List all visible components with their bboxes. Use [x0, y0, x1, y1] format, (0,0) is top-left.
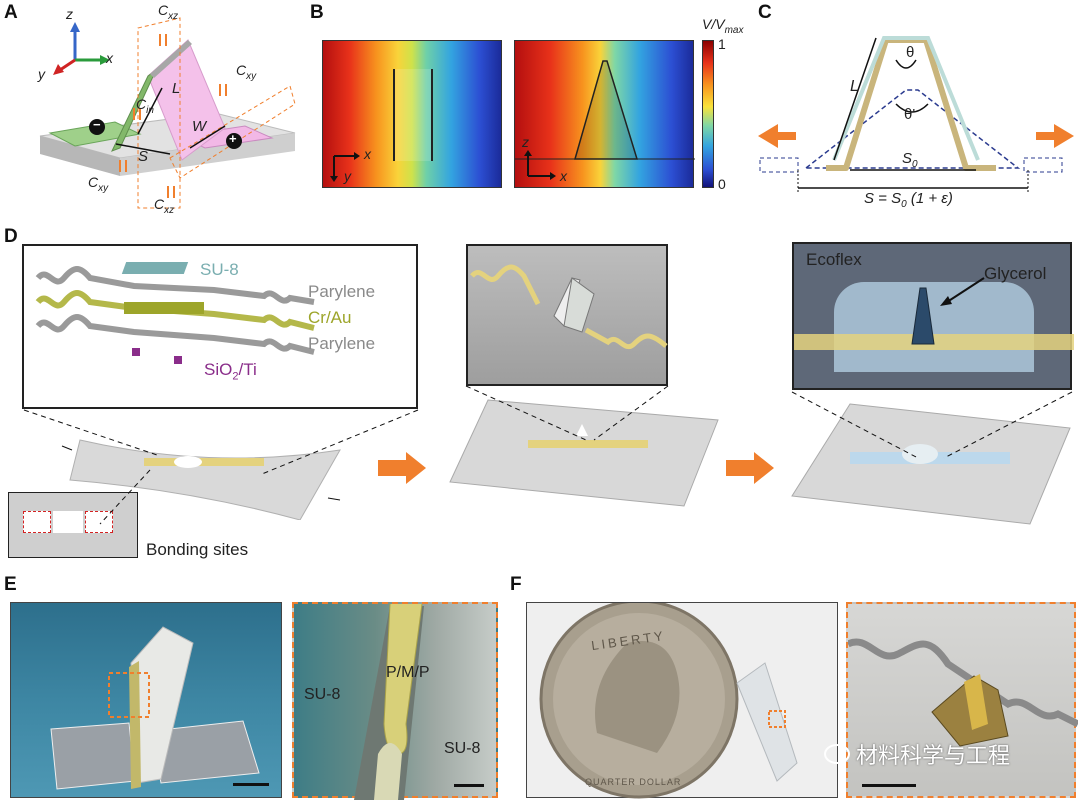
label-L: L: [172, 80, 181, 97]
layer-parylene-top: Parylene: [308, 282, 376, 301]
label-W: W: [192, 118, 207, 135]
buckled-structure-inset: [466, 244, 668, 386]
photo-coin-device: LIBERTY QUARTER DOLLAR: [526, 602, 838, 799]
axis-y-label: y: [38, 66, 45, 82]
y-axis-arrow: [59, 58, 76, 72]
scale-bar-e-right: [454, 784, 484, 787]
sem-image-zoom: SU-8 P/M/P SU-8: [292, 602, 498, 800]
xz-axis-icon: [524, 150, 556, 180]
panel-c-geometry: [758, 36, 1074, 192]
colorbar-min: 0: [718, 176, 726, 192]
stretched-substrate: [61, 439, 341, 520]
layer-parylene-bottom: Parylene: [308, 334, 376, 353]
strain-formula: S = S0 (1 + ε): [864, 190, 953, 210]
colorbar-max: 1: [718, 36, 726, 52]
c-L-label: L: [850, 78, 859, 95]
bonding-sites-inset: [8, 492, 138, 558]
wechat-icon: [824, 744, 850, 764]
s0-label: S0: [902, 150, 918, 170]
arrow-step-2: [726, 452, 774, 484]
layer-stack-inset: SU-8 Parylene Cr/Au Parylene SiO2/Ti: [22, 244, 418, 409]
panel-e-letter: E: [4, 574, 17, 595]
axis-x-label: x: [106, 50, 113, 66]
colorbar: [702, 40, 714, 188]
encapsulation-inset: Ecoflex Glycerol: [792, 242, 1074, 390]
xy-axis-icon: [330, 152, 360, 182]
ecoflex-label: Ecoflex: [806, 250, 862, 269]
b-right-x: x: [560, 168, 567, 184]
theta-prime-label: θ': [904, 106, 916, 123]
watermark: 材料科学与工程: [824, 738, 1010, 770]
axis-z-label: z: [66, 6, 73, 22]
panel-b-letter: B: [310, 2, 324, 23]
b-left-y: y: [344, 168, 351, 184]
b-left-x: x: [364, 146, 371, 162]
b-right-z: z: [522, 134, 529, 150]
layer-cr-au: Cr/Au: [308, 308, 352, 327]
colorbar-title: V/Vmax: [702, 16, 744, 36]
su8-right-label: SU-8: [444, 740, 481, 757]
panel-a-structure: [39, 17, 296, 209]
photo-device-zoom: [846, 602, 1078, 798]
plate-cross-section: [393, 69, 433, 161]
layer-sio2-ti: SiO2/Ti: [204, 360, 257, 383]
sem-image-overview: [10, 602, 282, 798]
panel-d-letter: D: [4, 226, 18, 247]
label-S: S: [138, 148, 149, 165]
pmp-label: P/M/P: [386, 664, 430, 681]
panel-a-letter: A: [4, 2, 18, 23]
middle-substrate: [449, 399, 719, 507]
field-map-xz: [514, 40, 695, 188]
tent-profile: [515, 60, 695, 160]
layer-stack-drawing: [35, 262, 315, 364]
label-cxz-bottom: Cxz: [154, 196, 175, 216]
layer-su8: SU-8: [200, 260, 239, 279]
field-map-xy: [322, 40, 502, 188]
coin-quarter-dollar: QUARTER DOLLAR: [585, 777, 682, 787]
label-cin: Cin: [136, 96, 154, 116]
scale-bar-f: [862, 784, 916, 787]
label-cxy-bottom: Cxy: [88, 174, 109, 194]
label-cxy-right: Cxy: [236, 62, 257, 82]
label-cxz-top: Cxz: [158, 2, 179, 22]
right-substrate: [791, 403, 1071, 525]
theta-label: θ: [906, 44, 915, 61]
bonding-sites-label: Bonding sites: [146, 540, 249, 559]
su8-left-label: SU-8: [304, 686, 341, 703]
panel-c-letter: C: [758, 2, 772, 23]
minus-sign: −: [93, 117, 101, 132]
panel-f-letter: F: [510, 574, 522, 595]
plus-sign: +: [229, 131, 237, 146]
scale-bar-e-left: [233, 783, 269, 786]
glycerol-label: Glycerol: [984, 264, 1047, 283]
arrow-step-1: [378, 452, 426, 484]
